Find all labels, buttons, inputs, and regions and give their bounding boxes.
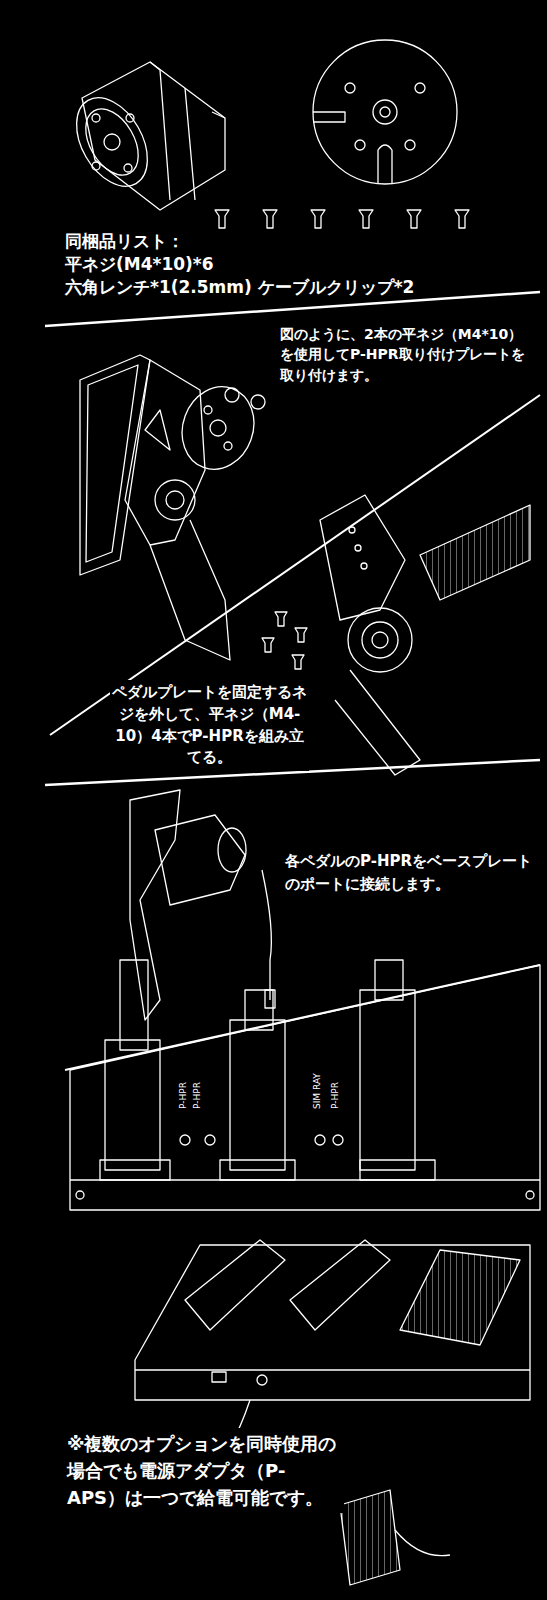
- port-label: P-HPR: [192, 1081, 204, 1110]
- parts-list-text: 六角レンチ*1(2.5mm) ケーブルクリップ*2: [65, 276, 414, 298]
- port-label: SIM RAY: [312, 1072, 324, 1110]
- port-label: P-HPR: [178, 1081, 190, 1110]
- port-label: P-HPR: [330, 1081, 342, 1110]
- pedal-with-actuator: [130, 790, 275, 1020]
- divider-line: [45, 292, 540, 326]
- flat-screws: [215, 210, 469, 228]
- actuator-cylinder: [62, 62, 225, 210]
- pedal-arm: [80, 355, 265, 660]
- instruction-text: 各ペダルのP-HPRをベースプレートのポートに接続します。: [283, 848, 537, 899]
- power-adapter: [340, 1490, 450, 1585]
- instruction-text: ペダルプレートを固定するネジを外して、平ネジ（M4-10）4本でP-HPRを組み…: [110, 680, 309, 771]
- mounting-plate: [171, 377, 266, 480]
- pedal-set: [135, 1240, 530, 1445]
- parts-list-text: 同梱品リスト：: [65, 230, 184, 252]
- mounting-plate: [313, 40, 457, 184]
- base-plate: [70, 960, 540, 1210]
- instruction-text: 図のように、2本の平ネジ（M4*10）を使用してP-HPR取り付けプレートを取り…: [278, 322, 537, 387]
- parts-list-text: 平ネジ(M4*10)*6: [65, 253, 214, 275]
- instruction-text: ※複数のオプションを同時使用の場合でも電源アダプタ（P-APS）は一つで給電可能…: [65, 1428, 344, 1513]
